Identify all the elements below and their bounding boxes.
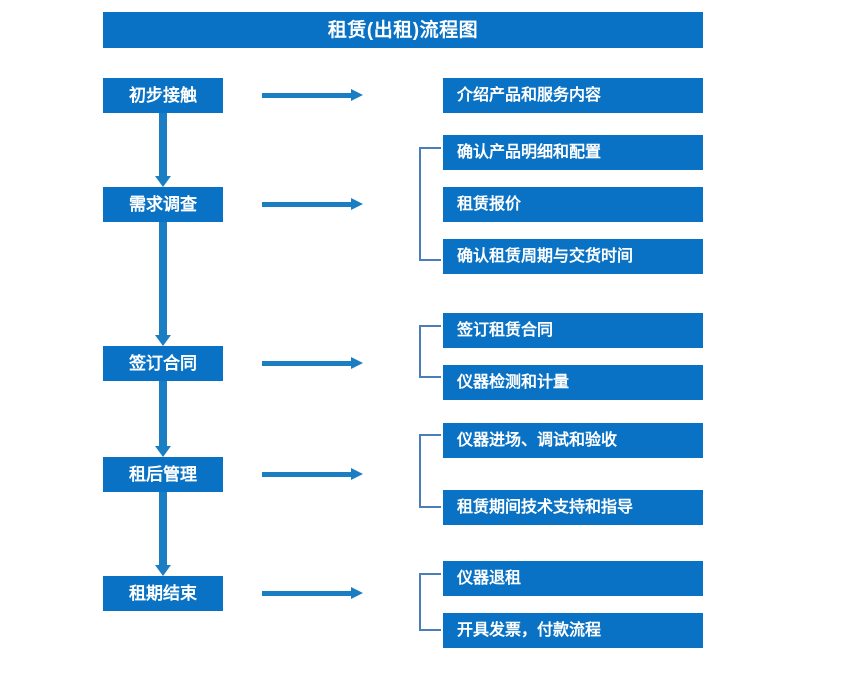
right-arrow-head-5 (351, 587, 363, 599)
detail-box-7[interactable]: 仪器进场、调试和验收 (443, 423, 703, 458)
stage-box-1[interactable]: 初步接触 (103, 78, 223, 113)
down-arrow-shaft-1 (159, 113, 167, 176)
down-arrow-icon-2 (155, 222, 171, 346)
detail-box-3[interactable]: 租赁报价 (443, 187, 703, 222)
down-arrow-head-3 (155, 446, 171, 457)
stage-box-4[interactable]: 租后管理 (103, 457, 223, 492)
detail-label-3: 租赁报价 (457, 195, 522, 213)
right-arrow-head-4 (351, 468, 363, 480)
detail-box-4[interactable]: 确认租赁周期与交货时间 (443, 239, 703, 274)
stage-box-5[interactable]: 租期结束 (103, 576, 223, 611)
detail-box-6[interactable]: 仪器检测和计量 (443, 365, 703, 400)
stage-box-3[interactable]: 签订合同 (103, 346, 223, 381)
right-arrow-icon-5 (262, 586, 363, 600)
detail-box-5[interactable]: 签订租赁合同 (443, 313, 703, 348)
chart-title-text: 租赁(出租)流程图 (327, 19, 479, 41)
right-arrow-head-1 (351, 89, 363, 101)
down-arrow-icon-1 (155, 113, 171, 187)
stage-label-3: 签订合同 (129, 354, 197, 373)
detail-label-9: 仪器退租 (457, 569, 522, 587)
group-bracket-icon-3 (419, 325, 441, 378)
down-arrow-head-4 (155, 565, 171, 576)
detail-label-6: 仪器检测和计量 (457, 373, 570, 391)
detail-box-9[interactable]: 仪器退租 (443, 561, 703, 596)
detail-label-10: 开具发票，付款流程 (457, 621, 602, 639)
chart-title-bar: 租赁(出租)流程图 (103, 12, 703, 48)
group-bracket-icon-4 (419, 434, 441, 508)
down-arrow-shaft-2 (159, 222, 167, 335)
detail-label-5: 签订租赁合同 (457, 321, 554, 339)
detail-label-7: 仪器进场、调试和验收 (457, 431, 618, 449)
group-bracket-icon-2 (419, 147, 441, 261)
right-arrow-shaft-2 (262, 202, 352, 207)
detail-label-8: 租赁期间技术支持和指导 (457, 498, 634, 516)
down-arrow-head-2 (155, 335, 171, 346)
down-arrow-icon-4 (155, 492, 171, 576)
right-arrow-shaft-5 (262, 591, 352, 596)
right-arrow-head-3 (351, 357, 363, 369)
right-arrow-icon-3 (262, 356, 363, 370)
stage-box-2[interactable]: 需求调查 (103, 187, 223, 222)
right-arrow-icon-1 (262, 88, 363, 102)
down-arrow-shaft-3 (159, 381, 167, 446)
detail-box-8[interactable]: 租赁期间技术支持和指导 (443, 490, 703, 525)
stage-label-2: 需求调查 (129, 195, 197, 214)
group-bracket-icon-5 (419, 573, 441, 631)
right-arrow-head-2 (351, 198, 363, 210)
detail-box-10[interactable]: 开具发票，付款流程 (443, 613, 703, 648)
down-arrow-icon-3 (155, 381, 171, 457)
right-arrow-icon-4 (262, 467, 363, 481)
detail-label-2: 确认产品明细和配置 (457, 143, 602, 161)
right-arrow-icon-2 (262, 197, 363, 211)
stage-label-5: 租期结束 (129, 584, 197, 603)
detail-label-4: 确认租赁周期与交货时间 (457, 247, 634, 265)
down-arrow-head-1 (155, 176, 171, 187)
detail-box-1[interactable]: 介绍产品和服务内容 (443, 78, 703, 113)
stage-label-1: 初步接触 (129, 86, 197, 105)
down-arrow-shaft-4 (159, 492, 167, 565)
right-arrow-shaft-4 (262, 472, 352, 477)
detail-label-1: 介绍产品和服务内容 (457, 86, 602, 104)
detail-box-2[interactable]: 确认产品明细和配置 (443, 135, 703, 170)
right-arrow-shaft-3 (262, 361, 352, 366)
right-arrow-shaft-1 (262, 93, 352, 98)
stage-label-4: 租后管理 (129, 465, 197, 484)
